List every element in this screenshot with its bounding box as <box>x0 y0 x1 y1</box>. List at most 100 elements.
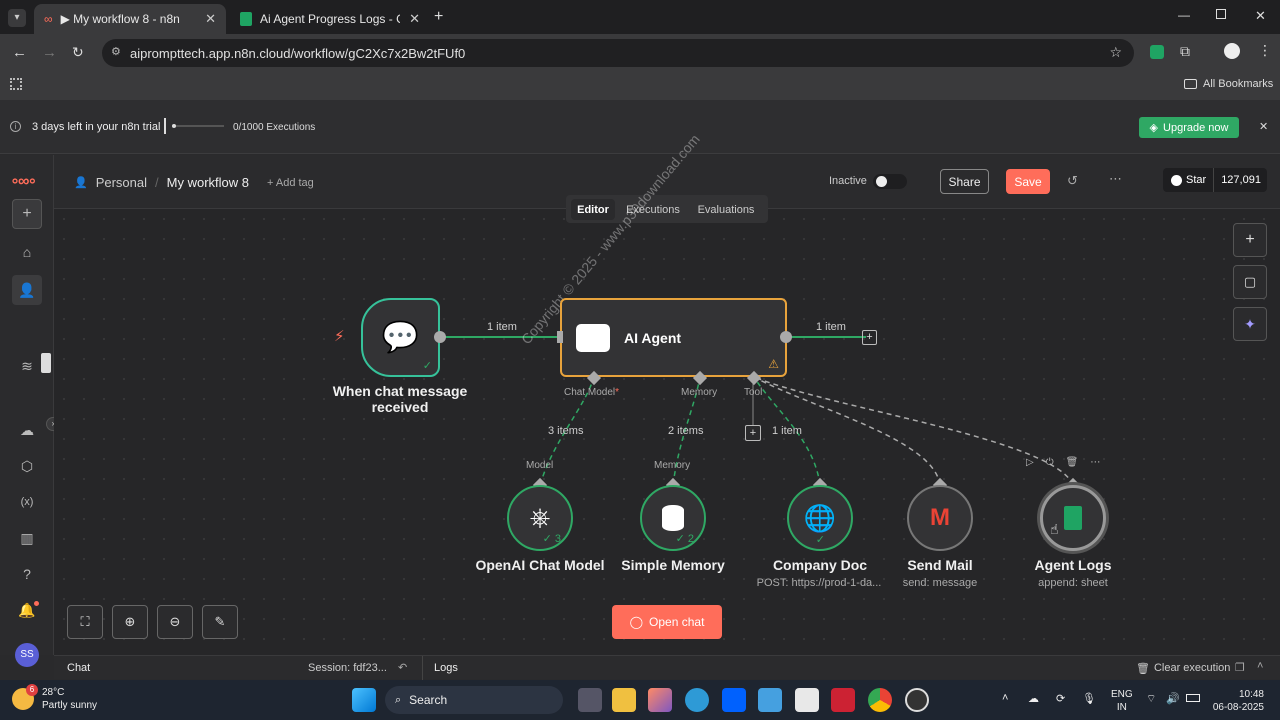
node-more-icon[interactable]: ⋯ <box>1090 457 1101 468</box>
more-options-icon[interactable]: ⋯ <box>1109 171 1122 186</box>
task-view-icon[interactable] <box>578 688 602 712</box>
deactivate-node-icon[interactable]: ⏻ <box>1045 457 1054 468</box>
new-tab-icon[interactable]: + <box>434 8 444 25</box>
minimize-icon[interactable]: — <box>1178 8 1190 22</box>
tray-chevron-icon[interactable]: ˄ <box>1002 692 1009 704</box>
back-icon[interactable]: ← <box>12 44 27 61</box>
sticky-note-button[interactable]: ▢ <box>1233 265 1267 299</box>
breadcrumb-project[interactable]: Personal <box>95 175 148 190</box>
save-button[interactable]: Save <box>1006 169 1050 194</box>
insights-icon[interactable]: ▥ <box>20 529 34 546</box>
add-node-plus-icon[interactable]: + <box>862 330 877 345</box>
tray-cloud-icon[interactable]: ☁ <box>1028 693 1039 705</box>
history-icon[interactable]: ↺ <box>1067 173 1078 188</box>
wifi-icon[interactable]: ⌔ <box>1146 693 1157 705</box>
url-input[interactable]: ⚙ aiprompttech.app.n8n.cloud/workflow/gC… <box>102 39 1134 67</box>
close-banner-icon[interactable]: ✕ <box>1259 121 1269 133</box>
reload-icon[interactable]: ↻ <box>72 44 84 60</box>
logs-label[interactable]: Logs <box>434 662 458 674</box>
agent-logs-node[interactable] <box>1040 485 1106 551</box>
add-tag-link[interactable]: + Add tag <box>267 176 314 189</box>
dropbox-icon[interactable] <box>722 688 746 712</box>
language-indicator[interactable]: ENG IN <box>1111 689 1133 713</box>
tab-executions[interactable]: Executions <box>626 203 680 216</box>
fit-view-button[interactable]: ⛶ <box>67 605 103 639</box>
clear-execution-button[interactable]: 🗑 Clear execution <box>1136 662 1231 675</box>
variables-icon[interactable]: (x) <box>20 496 34 508</box>
nav-scrollbar[interactable] <box>41 353 51 373</box>
bookmark-star-icon[interactable]: ☆ <box>1109 44 1122 60</box>
ai-agent-node[interactable]: AI Agent ⚠ <box>560 298 787 377</box>
popout-icon[interactable]: ❐ <box>1235 662 1245 674</box>
agent-input-port[interactable] <box>557 331 563 343</box>
zoom-out-button[interactable]: ⊖ <box>157 605 193 639</box>
copilot-icon[interactable] <box>648 688 672 712</box>
workflow-name[interactable]: My workflow 8 <box>166 175 249 190</box>
store-icon[interactable] <box>795 688 819 712</box>
forward-icon[interactable]: → <box>42 44 57 61</box>
tidy-up-button[interactable]: ✎ <box>202 605 238 639</box>
puzzle-extensions-icon[interactable]: ⧉ <box>1180 43 1190 59</box>
home-icon[interactable]: ⌂ <box>22 244 32 260</box>
close-tab-icon[interactable]: ✕ <box>205 11 216 26</box>
tab-search-icon[interactable]: ▾ <box>8 9 26 27</box>
profile-icon[interactable] <box>1224 43 1240 59</box>
restore-icon[interactable] <box>1216 9 1226 19</box>
trigger-node[interactable]: 💬 ✓ <box>361 298 440 377</box>
collapse-panel-icon[interactable]: ˄ <box>1257 660 1264 672</box>
chat-label[interactable]: Chat <box>67 662 91 674</box>
upgrade-button[interactable]: ◈ Upgrade now <box>1139 117 1239 138</box>
avatar[interactable]: SS <box>15 643 39 667</box>
snipping-tool-icon[interactable] <box>831 688 855 712</box>
reset-session-icon[interactable]: ↶ <box>398 662 408 674</box>
close-tab-icon[interactable]: ✕ <box>409 11 420 26</box>
obs-icon[interactable] <box>905 688 929 712</box>
n8n-logo-icon[interactable]: ∘∞∘ <box>10 173 37 190</box>
help-icon[interactable]: ? <box>23 566 31 582</box>
layers-icon[interactable]: ≋ <box>21 357 33 374</box>
send-mail-node[interactable]: M <box>907 485 973 551</box>
tab-google-sheets[interactable]: Ai Agent Progress Logs - Goog ✕ <box>230 4 430 34</box>
extension-icon[interactable] <box>1150 45 1164 59</box>
package-icon[interactable]: ⬡ <box>20 457 34 474</box>
run-node-icon[interactable]: ▷ <box>1026 457 1034 468</box>
all-bookmarks-button[interactable]: All Bookmarks <box>1184 78 1273 90</box>
notifications-icon[interactable]: 🔔 <box>18 601 36 618</box>
clock[interactable]: 10:48 06-08-2025 <box>1212 689 1264 713</box>
windows-start-icon[interactable] <box>352 688 376 712</box>
battery-icon[interactable] <box>1186 694 1200 702</box>
workflow-canvas[interactable]: Editor Executions Evaluations Copyright … <box>54 131 1280 655</box>
tray-mic-icon[interactable]: 🎙 <box>1082 693 1096 705</box>
close-window-icon[interactable]: ✕ <box>1255 8 1266 23</box>
company-doc-node[interactable]: 🌐 ✓ <box>787 485 853 551</box>
browser-menu-icon[interactable]: ⋮ <box>1258 42 1272 58</box>
notepad-icon[interactable] <box>758 688 782 712</box>
active-toggle[interactable] <box>873 174 907 189</box>
zoom-in-button[interactable]: ⊕ <box>112 605 148 639</box>
github-star-button[interactable]: Star 127,091 <box>1163 168 1267 192</box>
taskbar-search[interactable]: ⌕ Search <box>385 686 563 714</box>
file-explorer-icon[interactable] <box>612 688 636 712</box>
ai-assistant-button[interactable]: ✦ <box>1233 307 1267 341</box>
tab-editor[interactable]: Editor <box>571 199 615 220</box>
personal-icon[interactable]: 👤 <box>12 275 42 305</box>
apps-grid-icon[interactable] <box>10 78 22 90</box>
tab-evaluations[interactable]: Evaluations <box>697 203 755 216</box>
add-tool-plus-icon[interactable]: + <box>745 425 761 441</box>
site-info-icon[interactable]: ⚙ <box>111 46 121 58</box>
simple-memory-node[interactable]: ✓ 2 <box>640 485 706 551</box>
tab-n8n-workflow[interactable]: ∞ ▶ My workflow 8 - n8n ✕ <box>34 4 226 34</box>
add-node-button[interactable]: + <box>1233 223 1267 257</box>
edge-icon[interactable] <box>685 688 709 712</box>
chrome-icon[interactable] <box>868 688 892 712</box>
volume-icon[interactable]: 🔊 <box>1166 693 1180 705</box>
share-button[interactable]: Share <box>940 169 989 194</box>
add-workflow-icon[interactable]: + <box>12 199 42 229</box>
cloud-icon[interactable]: ☁ <box>20 421 34 438</box>
tray-sync-icon[interactable]: ⟳ <box>1056 693 1066 705</box>
trigger-output-port[interactable] <box>434 331 446 343</box>
weather-widget[interactable]: 6 28°C Partly sunny <box>12 684 97 712</box>
open-chat-button[interactable]: ◯ Open chat <box>612 605 722 639</box>
openai-chat-model-node[interactable]: ⎈ ✓ 3 <box>507 485 573 551</box>
agent-output-port[interactable] <box>780 331 792 343</box>
